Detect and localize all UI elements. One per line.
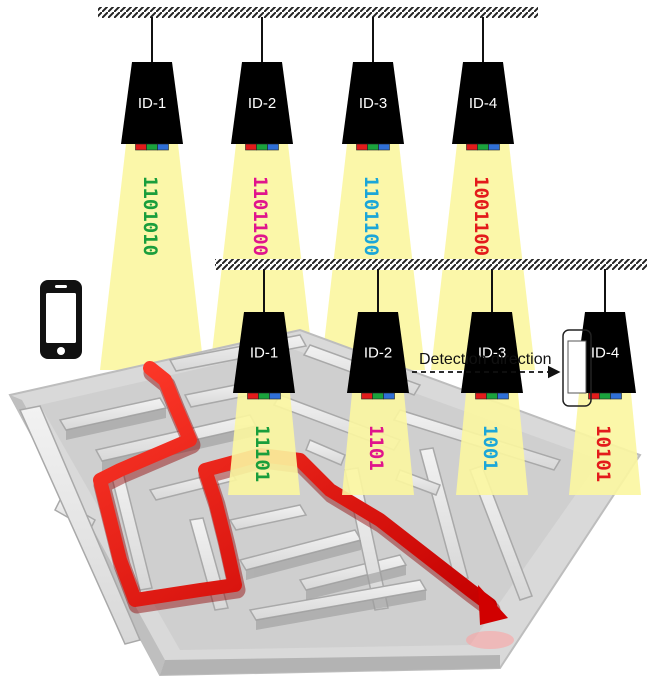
top-lamp-label-3: ID-3	[359, 95, 387, 112]
top-ceiling	[98, 7, 538, 18]
bottom-bits-4: 10101	[592, 425, 614, 482]
bottom-beam-1	[228, 393, 300, 495]
top-bits-2: 1101100	[249, 176, 271, 256]
bottom-led-4-2	[599, 392, 611, 400]
bottom-lamp-2	[347, 312, 409, 393]
bottom-light-beams	[228, 393, 641, 495]
bottom-lamp-row: ID-1 ID-2 ID-3 ID-4	[233, 269, 636, 400]
top-led-2-1	[245, 143, 257, 151]
top-led-2-2	[256, 143, 268, 151]
bottom-led-3-1	[475, 392, 487, 400]
bottom-beam-4	[569, 393, 641, 495]
bottom-led-4-1	[588, 392, 600, 400]
bottom-led-1-2	[258, 392, 270, 400]
bottom-led-2-1	[361, 392, 373, 400]
top-lamp-label-2: ID-2	[248, 95, 276, 112]
top-led-1-1	[135, 143, 147, 151]
top-lamp-4	[452, 62, 514, 144]
bottom-ceiling	[215, 259, 647, 270]
bottom-lamp-label-3: ID-3	[478, 345, 506, 362]
detection-label: Detection direction	[419, 351, 552, 368]
top-lamp-label-1: ID-1	[138, 95, 166, 112]
top-beam-2	[210, 144, 314, 370]
red-route-arrow	[93, 361, 514, 649]
top-beam-3	[321, 144, 425, 370]
bottom-bits-3: 1001	[479, 425, 501, 471]
bottom-led-4-3	[610, 392, 622, 400]
top-led-1-3	[157, 143, 169, 151]
top-lamp-label-4: ID-4	[469, 95, 497, 112]
top-led-4-3	[488, 143, 500, 151]
bottom-led-2-2	[372, 392, 384, 400]
top-light-beams	[100, 144, 535, 370]
top-lamp-2	[231, 62, 293, 144]
bottom-beam-2	[342, 393, 414, 495]
bottom-bit-streams: 11101 1101 1001 10101	[251, 425, 614, 482]
bottom-beam-3	[456, 393, 528, 495]
top-lamp-1	[121, 62, 183, 144]
top-led-1-2	[146, 143, 158, 151]
top-lamp-row: ID-1 ID-2 ID-3 ID-4	[121, 17, 514, 151]
bottom-lamp-1	[233, 312, 295, 393]
smartphone-icon	[40, 280, 82, 359]
top-bits-1: 1101010	[139, 176, 161, 256]
bottom-led-1-1	[247, 392, 259, 400]
top-bits-3: 1101100	[360, 176, 382, 256]
top-bit-streams: 1101010 1101100 1101100 1001100	[139, 176, 492, 256]
top-led-2-3	[267, 143, 279, 151]
top-led-3-1	[356, 143, 368, 151]
top-beam-1	[100, 144, 204, 370]
bottom-lamp-label-4: ID-4	[591, 345, 619, 362]
bottom-led-2-3	[383, 392, 395, 400]
top-led-3-2	[367, 143, 379, 151]
bottom-bits-1: 11101	[251, 425, 273, 482]
detection-direction: Detection direction	[412, 351, 561, 379]
top-led-3-3	[378, 143, 390, 151]
bottom-lamp-label-1: ID-1	[250, 345, 278, 362]
top-bits-4: 1001100	[470, 176, 492, 256]
top-led-4-2	[477, 143, 489, 151]
bottom-led-3-3	[497, 392, 509, 400]
bottom-bits-2: 1101	[365, 425, 387, 471]
top-lamp-3	[342, 62, 404, 144]
phone-outline-icon	[562, 329, 592, 407]
bottom-led-1-3	[269, 392, 281, 400]
bottom-led-3-2	[486, 392, 498, 400]
bottom-lamp-label-2: ID-2	[364, 345, 392, 362]
top-led-4-1	[466, 143, 478, 151]
